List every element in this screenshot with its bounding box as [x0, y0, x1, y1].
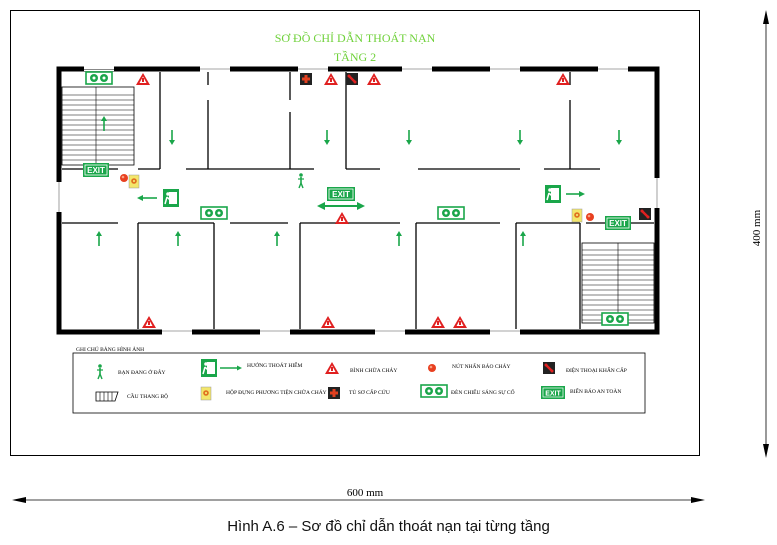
- fire-extinguisher-icon: [324, 73, 338, 85]
- fire-extinguisher-icon: [335, 212, 349, 224]
- legend-heading: GHI CHÚ BẢNG HÌNH ẢNH: [76, 347, 145, 353]
- alarm-button-icon: [586, 213, 594, 221]
- exit-sign-center: EXIT: [317, 187, 365, 210]
- interior-walls: [62, 72, 654, 329]
- direction-arrow-up: [273, 230, 281, 247]
- fire-extinguisher-icon: [431, 316, 445, 328]
- width-dimension-label: 600 mm: [346, 487, 384, 499]
- legend-label-light: ĐÈN CHIẾU SÁNG SỰ CỐ: [451, 390, 515, 396]
- fire-cabinet-icon: [571, 208, 583, 223]
- legend-label-safety-sign: BIỂN BÁO AN TOÀN: [570, 389, 622, 395]
- direction-arrow-up: [174, 230, 182, 247]
- plan-floor: TẦNG 2: [333, 50, 377, 64]
- route-arrow-left: [137, 195, 157, 201]
- direction-arrow-down: [615, 129, 623, 146]
- fire-extinguisher-icon: [453, 316, 467, 328]
- emergency-light-icon: [437, 206, 465, 220]
- direction-arrow-up: [519, 230, 527, 247]
- direction-arrow-up: [395, 230, 403, 247]
- emergency-light-icon: [601, 312, 629, 326]
- legend-extinguisher-icon: [325, 362, 339, 374]
- fire-cabinet-icon: [128, 174, 140, 189]
- legend-light-icon: [420, 384, 448, 398]
- legend-label-phone: ĐIỆN THOẠI KHẨN CẤP: [566, 368, 627, 374]
- emergency-phone-icon: [344, 71, 360, 87]
- fire-extinguisher-icon: [136, 73, 150, 85]
- legend-label-exit-route: HƯỚNG THOÁT HIỂM: [247, 363, 303, 369]
- emergency-light-icon: [85, 71, 113, 85]
- legend-phone-icon: [541, 360, 557, 376]
- legend-first-aid-icon: [328, 387, 340, 399]
- building-walls: [56, 66, 660, 335]
- dimension-width: [12, 497, 705, 503]
- legend-label-stairs: CẦU THANG BỘ: [127, 394, 169, 400]
- first-aid-icon: [300, 73, 312, 85]
- exit-sign-right: EXIT: [605, 216, 631, 230]
- legend-alarm-icon: [428, 364, 436, 372]
- exit-sign-text: EXIT: [609, 219, 627, 228]
- direction-arrow-down: [168, 129, 176, 146]
- exit-route-icon: [544, 184, 562, 204]
- direction-arrow-up: [95, 230, 103, 247]
- direction-arrow-down: [516, 129, 524, 146]
- route-arrow-right: [566, 191, 585, 197]
- emergency-light-icon: [200, 206, 228, 220]
- exit-sign-text: EXIT: [545, 391, 561, 398]
- emergency-phone-icon: [637, 206, 653, 222]
- stairs-upper-left: [61, 86, 135, 166]
- fire-extinguisher-icon: [142, 316, 156, 328]
- evacuation-board: SƠ ĐỒ CHỈ DẪN THOÁT NẠN TẦNG 2: [10, 10, 700, 456]
- fire-extinguisher-icon: [367, 73, 381, 85]
- legend-person-icon: [96, 363, 104, 380]
- fire-extinguisher-icon: [321, 316, 335, 328]
- exit-sign-text: EXIT: [87, 166, 105, 175]
- dimension-height: [763, 10, 769, 458]
- plan-title: SƠ ĐỒ CHỈ DẪN THOÁT NẠN: [274, 31, 436, 45]
- direction-arrow-down: [405, 129, 413, 146]
- figure-caption: Hình A.6 – Sơ đồ chỉ dẫn thoát nạn tại t…: [227, 518, 550, 535]
- exit-sign-left: EXIT: [83, 163, 109, 177]
- stairs-lower-right: [581, 242, 655, 324]
- legend-cabinet-icon: [200, 386, 212, 401]
- you-are-here-icon: [297, 172, 305, 189]
- legend-exit-route-icon: [200, 358, 218, 378]
- exit-sign-text: EXIT: [332, 190, 350, 199]
- legend-label-person: BẠN ĐANG Ở ĐÂY: [118, 370, 166, 376]
- fire-extinguisher-icon: [556, 73, 570, 85]
- alarm-button-icon: [120, 174, 128, 182]
- exit-route-icon: [162, 188, 180, 208]
- legend-label-first-aid: TỦ SƠ CẤP CỨU: [349, 390, 390, 396]
- legend-exit-sign-icon: EXIT: [541, 386, 565, 399]
- legend-label-extinguisher: BÌNH CHỮA CHÁY: [350, 368, 398, 374]
- direction-arrow-down: [323, 129, 331, 146]
- legend-stairs-icon: [95, 391, 119, 402]
- legend-label-alarm: NÚT NHẤN BÁO CHÁY: [452, 364, 511, 370]
- height-dimension-label: 400 mm: [751, 209, 763, 247]
- legend-label-cabinet: HỘP ĐỰNG PHƯƠNG TIỆN CHỮA CHÁY: [226, 390, 327, 396]
- legend-box: EXIT: [72, 352, 646, 414]
